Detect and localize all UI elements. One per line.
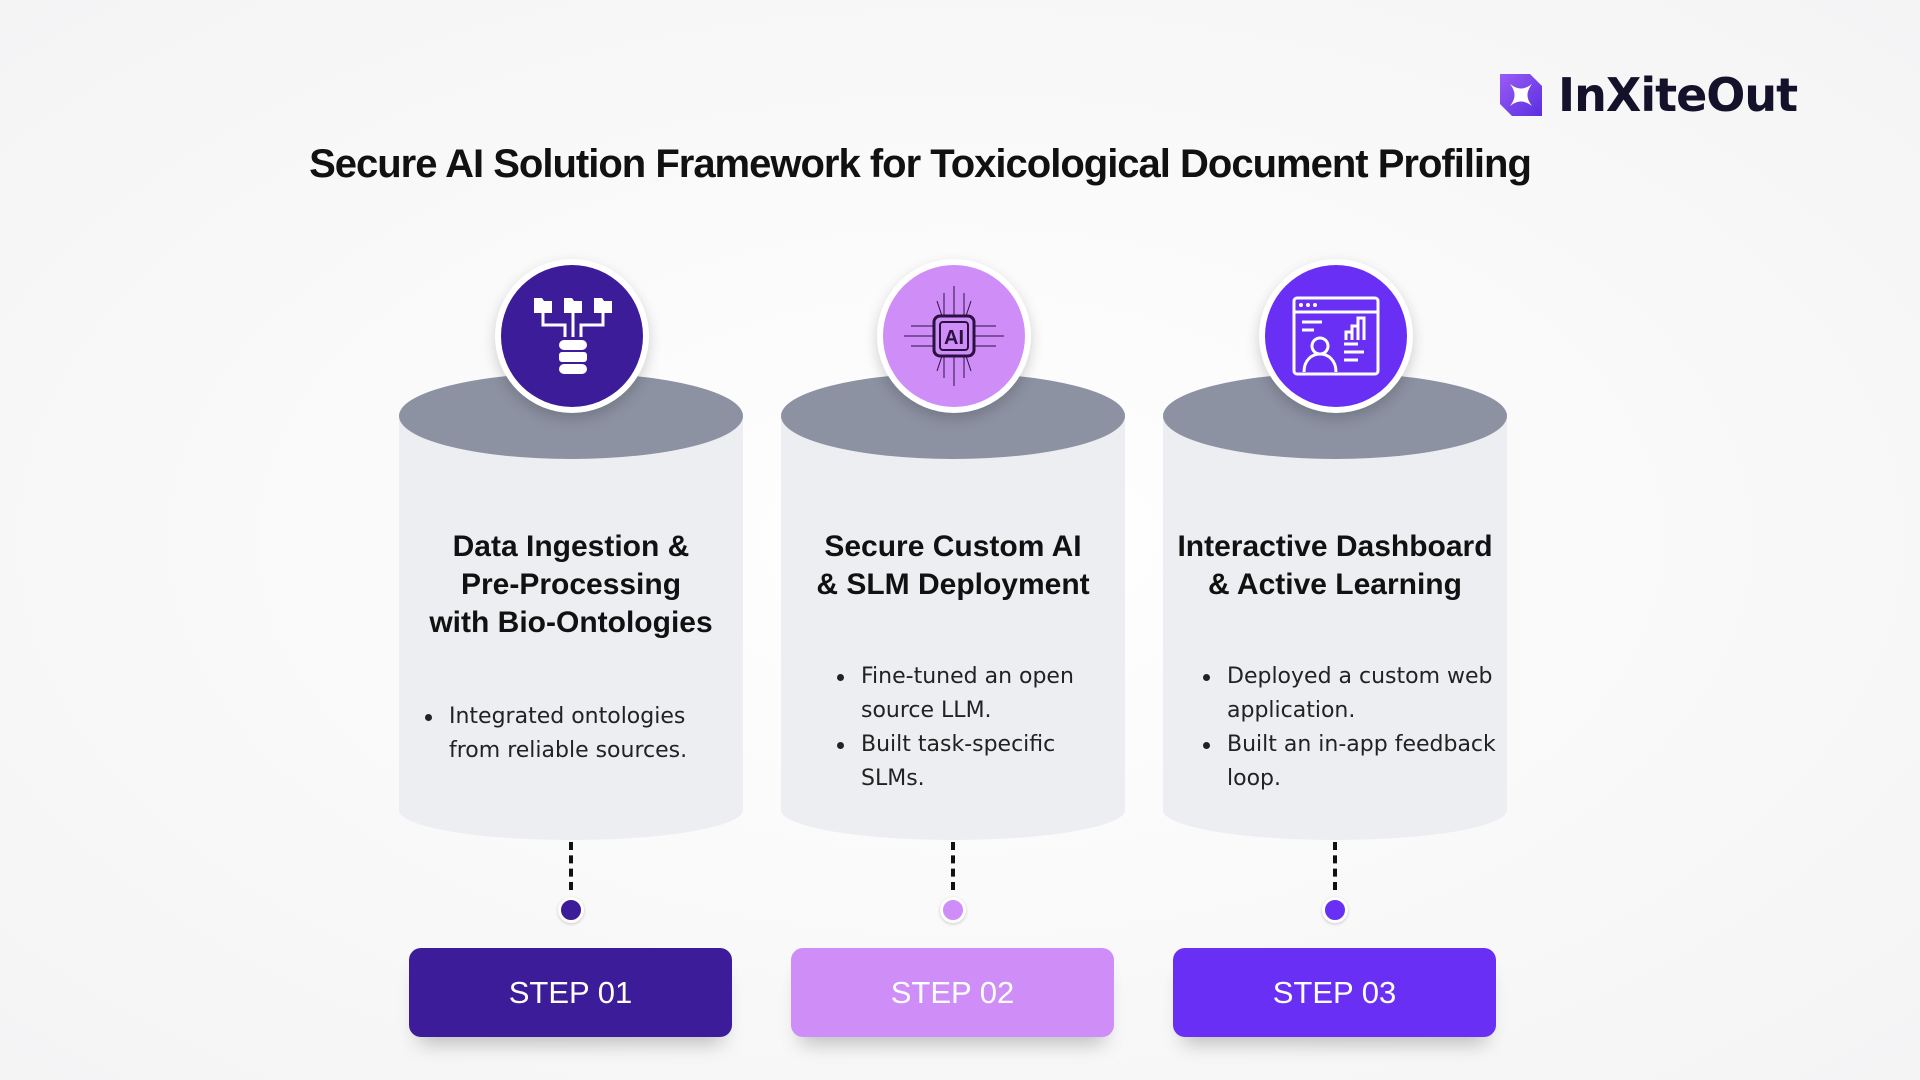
bullet-list: Deployed a custom web application.Built …	[1201, 660, 1511, 796]
logo: InXiteOut	[1496, 68, 1798, 122]
ai-chip-label: AI	[944, 327, 964, 349]
heading-line: with Bio-Ontologies	[429, 606, 713, 639]
connector-dot	[558, 897, 584, 923]
logo-text: InXiteOut	[1558, 68, 1798, 122]
step-02-button[interactable]: STEP 02	[791, 948, 1114, 1037]
dashed-connector	[1333, 842, 1337, 890]
bullet-list: Fine-tuned an open source LLM.Built task…	[835, 660, 1115, 796]
icon-circle	[1259, 259, 1413, 413]
bullet-item: Built an in-app feedback loop.	[1201, 728, 1511, 796]
heading-line: Data Ingestion &	[452, 530, 690, 563]
cylinder-body	[399, 416, 743, 840]
icon-circle: AI	[877, 259, 1031, 413]
heading-line: Secure Custom AI	[824, 530, 1082, 563]
bullet-item: Built task-specific SLMs.	[835, 728, 1115, 796]
step-01-button[interactable]: STEP 01	[409, 948, 732, 1037]
step-03-button[interactable]: STEP 03	[1173, 948, 1496, 1037]
connector-dot	[940, 897, 966, 923]
step-heading: Data Ingestion & Pre-Processing with Bio-O…	[389, 528, 753, 642]
dashboard-icon	[1292, 296, 1380, 376]
heading-line: Interactive Dashboard	[1177, 530, 1493, 563]
bullet-item: Deployed a custom web application.	[1201, 660, 1511, 728]
icon-circle	[495, 259, 649, 413]
heading-line: & SLM Deployment	[816, 568, 1090, 601]
connector-dot	[1322, 897, 1348, 923]
step-column-1: Data Ingestion & Pre-Processing with Bio-O…	[399, 250, 743, 1050]
bullet-list: Integrated ontologies from reliable sour…	[423, 700, 723, 768]
bullet-item: Integrated ontologies from reliable sour…	[423, 700, 723, 768]
step-column-3: Interactive Dashboard& Active Learning D…	[1163, 250, 1507, 1050]
logo-icon	[1500, 74, 1542, 116]
heading-line: Pre-Processing	[460, 568, 682, 601]
data-ingestion-icon	[534, 298, 612, 374]
ai-chip-icon: AI	[904, 286, 1004, 386]
step-heading: Secure Custom AI & SLM Deployment	[771, 528, 1135, 604]
cylinder-body	[1163, 416, 1507, 840]
step-column-2: AI Secure Custom AI & SLM Deployment Fine…	[781, 250, 1125, 1050]
bullet-item: Fine-tuned an open source LLM.	[835, 660, 1115, 728]
heading-line: & Active Learning	[1208, 568, 1462, 601]
dashed-connector	[951, 842, 955, 890]
cylinder-body	[781, 416, 1125, 840]
page-title: Secure AI Solution Framework for Toxicol…	[309, 142, 1532, 186]
step-heading: Interactive Dashboard & Active Learning	[1153, 528, 1517, 604]
dashed-connector	[569, 842, 573, 890]
